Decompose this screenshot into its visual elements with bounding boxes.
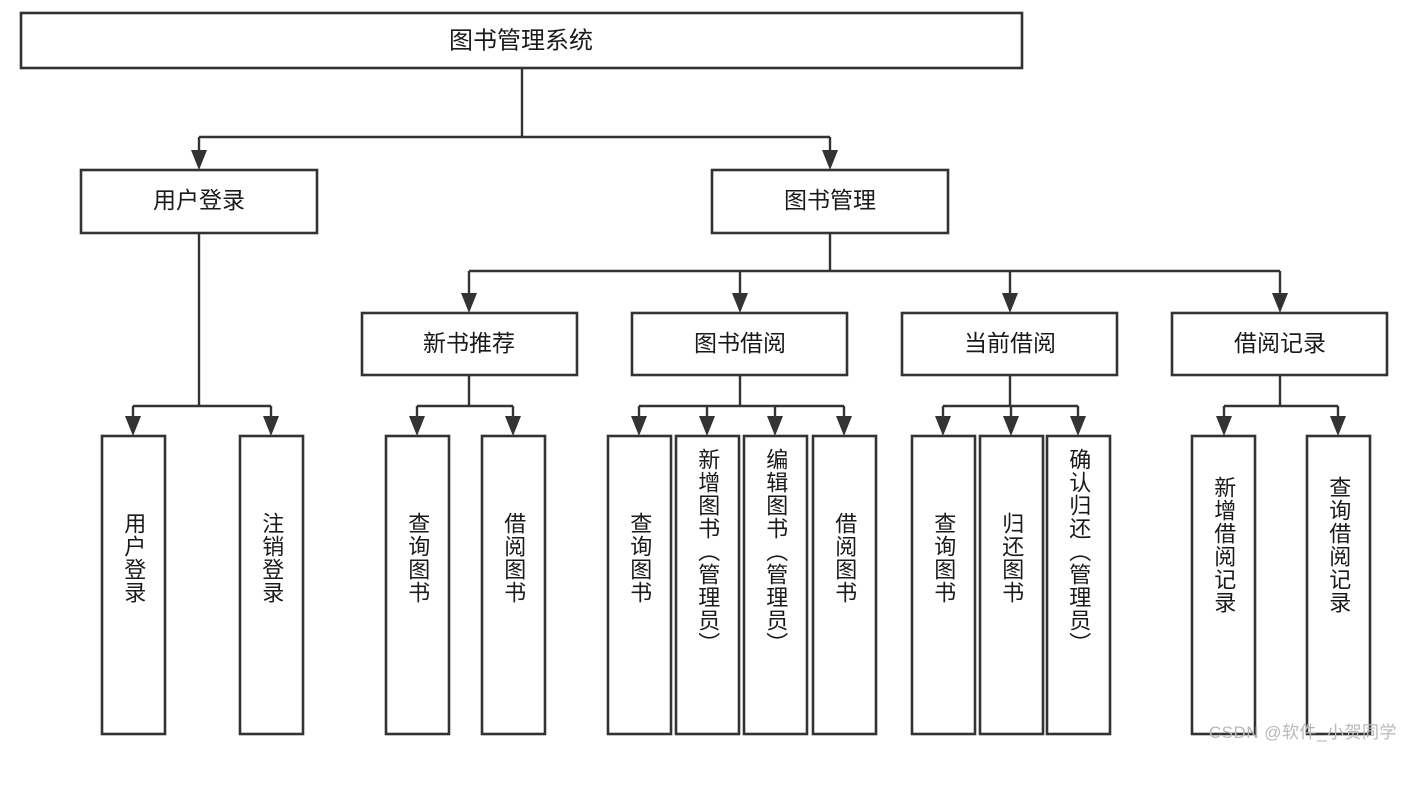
- leaf-box-current-3[interactable]: [1045, 434, 1112, 736]
- node-book-management-label: 图书管理: [784, 187, 876, 213]
- arrow-to-current-borrow: [1002, 293, 1018, 313]
- arrow-borrow-leaf-2: [699, 416, 715, 436]
- arrow-borrow-leaf-4: [836, 416, 852, 436]
- flowchart-diagram: 图书管理系统 用户登录 图书管理 新书推荐 图书借阅 当前借阅 借阅记录: [19, 11, 1397, 742]
- node-current-borrow-label: 当前借阅: [964, 330, 1056, 356]
- arrow-to-user-login: [191, 150, 207, 170]
- csdn-watermark: CSDN @软件_小贺同学: [1208, 723, 1397, 742]
- node-user-login-box[interactable]: [79, 168, 319, 235]
- node-current-borrow-box[interactable]: [900, 311, 1119, 377]
- leaf-box-borrow-3[interactable]: [742, 434, 809, 736]
- arrow-current-leaf-1: [935, 416, 951, 436]
- node-user-login-label: 用户登录: [153, 187, 245, 213]
- arrow-record-leaf-2: [1330, 416, 1346, 436]
- leaf-box-recommend-2[interactable]: [480, 434, 547, 736]
- arrow-current-leaf-3: [1070, 416, 1086, 436]
- nodes-layer: 图书管理系统 用户登录 图书管理 新书推荐 图书借阅 当前借阅 借阅记录: [19, 11, 1389, 736]
- node-root-box[interactable]: [19, 11, 1024, 70]
- connectors-layer: [125, 68, 1346, 436]
- arrow-to-leaf-logout: [263, 416, 279, 436]
- leaf-box-user-login-2[interactable]: [238, 434, 305, 736]
- leaf-box-recommend-1[interactable]: [384, 434, 451, 736]
- leaf-box-user-login-1[interactable]: [100, 434, 167, 736]
- leaf-box-borrow-4[interactable]: [811, 434, 878, 736]
- leaf-box-borrow-1[interactable]: [606, 434, 673, 736]
- arrow-to-book-borrow: [732, 293, 748, 313]
- arrow-to-new-book-recommend: [461, 293, 477, 313]
- leaf-box-borrow-2[interactable]: [674, 434, 741, 736]
- node-book-management-box[interactable]: [710, 168, 950, 235]
- arrow-recommend-leaf-2: [505, 416, 521, 436]
- arrow-borrow-leaf-3: [767, 416, 783, 436]
- arrow-to-leaf-user-login: [125, 416, 141, 436]
- arrow-record-leaf-1: [1216, 416, 1232, 436]
- node-book-borrow-label: 图书借阅: [694, 330, 786, 356]
- leaf-box-record-2[interactable]: [1305, 434, 1372, 736]
- arrow-to-book-mgmt: [822, 150, 838, 170]
- diagram-canvas: 图书管理系统 用户登录 图书管理 新书推荐 图书借阅 当前借阅 借阅记录: [19, 11, 1389, 736]
- arrow-to-borrow-record: [1272, 293, 1288, 313]
- arrow-current-leaf-2: [1003, 416, 1019, 436]
- node-new-book-recommend-box[interactable]: [360, 311, 579, 377]
- leaf-box-record-1[interactable]: [1190, 434, 1257, 736]
- node-borrow-record-box[interactable]: [1170, 311, 1389, 377]
- leaf-box-current-2[interactable]: [978, 434, 1045, 736]
- arrow-borrow-leaf-1: [631, 416, 647, 436]
- node-book-borrow-box[interactable]: [630, 311, 849, 377]
- node-new-book-recommend-label: 新书推荐: [423, 330, 515, 356]
- arrow-recommend-leaf-1: [409, 416, 425, 436]
- node-root-label: 图书管理系统: [449, 27, 593, 54]
- node-borrow-record-label: 借阅记录: [1234, 330, 1326, 356]
- leaf-box-current-1[interactable]: [910, 434, 977, 736]
